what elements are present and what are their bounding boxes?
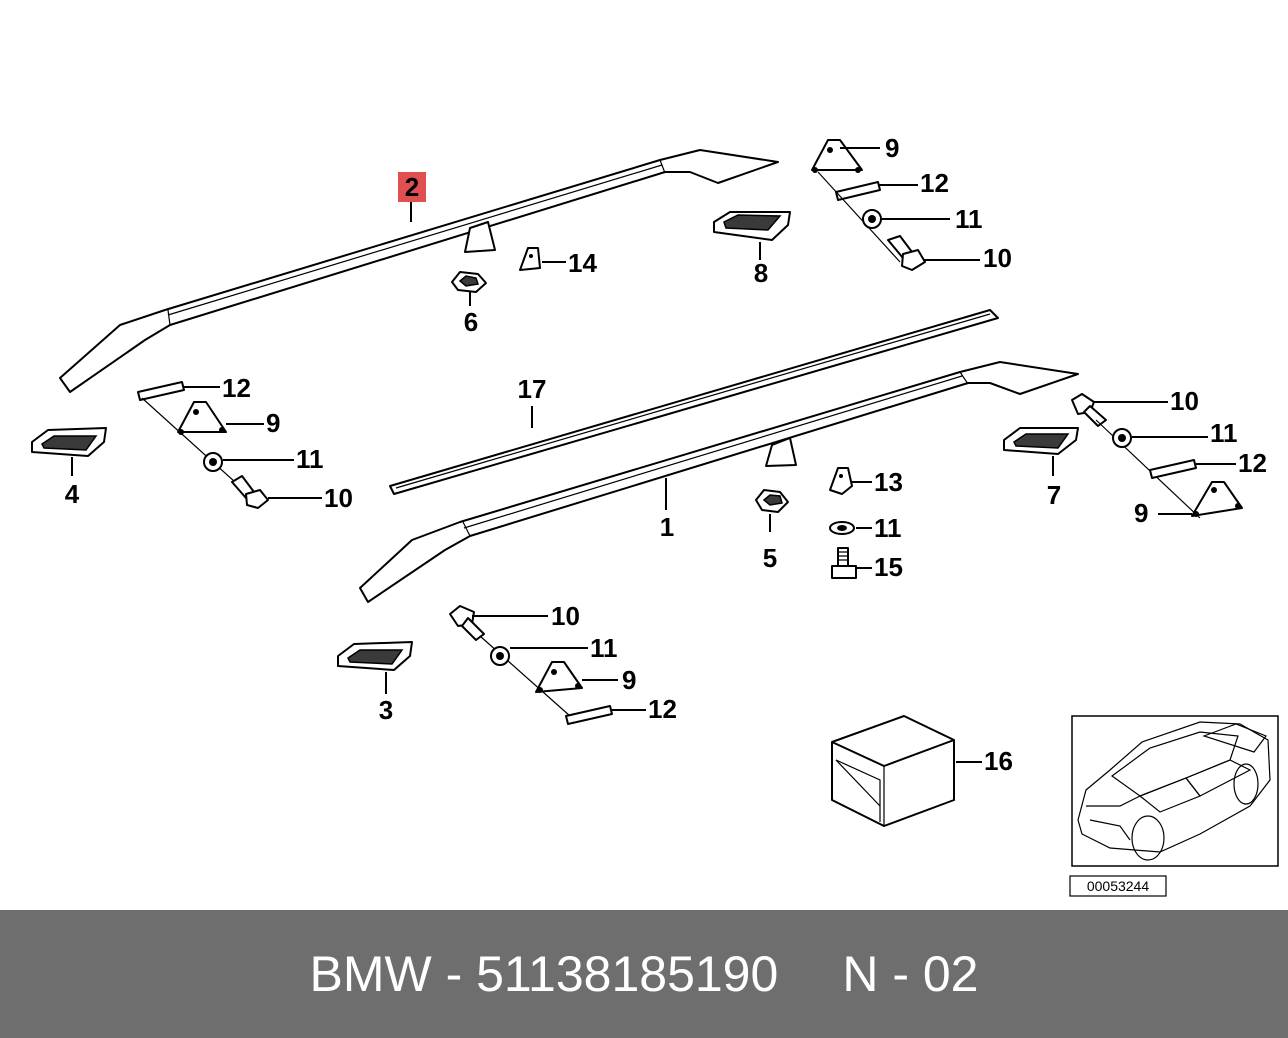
pad-3: [337, 641, 413, 671]
callout-6: 6: [464, 307, 478, 337]
pad-4: [31, 427, 107, 457]
spacer-12-right: [1149, 459, 1197, 479]
callout-11-lower: 11: [590, 633, 618, 663]
clip-14: [519, 247, 541, 271]
callout-11-center: 11: [874, 513, 902, 543]
callout-3: 3: [379, 695, 393, 725]
roof-rail-left: [59, 149, 779, 393]
washer-11-left: [203, 452, 223, 472]
bolt-15: [831, 547, 857, 579]
callout-1: 1: [660, 512, 674, 542]
drawing-number-box: 00053244: [1069, 875, 1167, 897]
bracket-9-right: [1191, 481, 1243, 517]
trim-strip-17: [389, 309, 999, 495]
callout-10-right: 10: [1170, 386, 1199, 416]
washer-11-center: [829, 521, 855, 535]
footer-caption: BMW - 51138185190 N - 02: [0, 910, 1288, 1038]
callout-10-top: 10: [983, 243, 1012, 273]
parts-diagram: 2 8 9 12 11 10 14 6: [31, 133, 1279, 897]
callout-9-lower: 9: [622, 665, 636, 695]
spacer-12-left: [137, 381, 185, 401]
callout-9-right: 9: [1134, 498, 1148, 528]
callout-11-top: 11: [955, 204, 983, 234]
kit-box-16: [831, 715, 955, 827]
callout-15: 15: [874, 552, 903, 582]
callout-12-top: 12: [920, 168, 949, 198]
bolt-10-left: [231, 475, 269, 509]
callout-2: 2: [405, 172, 419, 202]
callout-17: 17: [518, 374, 547, 404]
callout-10-lower: 10: [551, 601, 580, 631]
roof-rail-right: [359, 361, 1079, 603]
bracket-9-top: [811, 139, 863, 173]
callout-10-left: 10: [324, 483, 353, 513]
callout-12-left: 12: [222, 373, 251, 403]
clip-13: [829, 467, 853, 495]
callout-9-left: 9: [266, 408, 280, 438]
callout-11-right: 11: [1210, 418, 1238, 448]
spacer-12-lower: [565, 705, 613, 725]
bolt-10-right: [1071, 393, 1107, 427]
callout-14: 14: [568, 248, 597, 278]
washer-11-lower: [490, 646, 510, 666]
pad-7: [1003, 427, 1079, 455]
bracket-9-lower: [535, 661, 583, 693]
bolt-10-lower: [449, 605, 485, 641]
callout-7: 7: [1047, 480, 1061, 510]
callout-highlight: [398, 172, 426, 202]
pad-8: [713, 211, 791, 241]
washer-11-top: [862, 209, 882, 229]
bolt-10-top: [887, 235, 926, 271]
callout-5: 5: [763, 543, 777, 573]
callout-12-right: 12: [1238, 448, 1267, 478]
callout-11-left: 11: [296, 444, 324, 474]
part-number-text: BMW - 51138185190: [309, 946, 779, 1002]
callout-16: 16: [984, 746, 1013, 776]
callout-12-lower: 12: [648, 694, 677, 724]
drawing-number: 00053244: [1087, 878, 1150, 894]
callout-13: 13: [874, 467, 903, 497]
callout-4: 4: [65, 479, 80, 509]
vehicle-inset: [1071, 715, 1279, 867]
spacer-12-top: [835, 181, 881, 201]
footer-bar: BMW - 51138185190 N - 02: [0, 910, 1288, 1038]
callout-8: 8: [754, 258, 768, 288]
bracket-9-left: [177, 401, 227, 435]
washer-11-right: [1112, 428, 1132, 448]
nut-6: [451, 271, 487, 293]
nut-5: [755, 489, 789, 513]
diagram-code-text: N - 02: [842, 946, 979, 1002]
callout-9-top: 9: [885, 133, 899, 163]
